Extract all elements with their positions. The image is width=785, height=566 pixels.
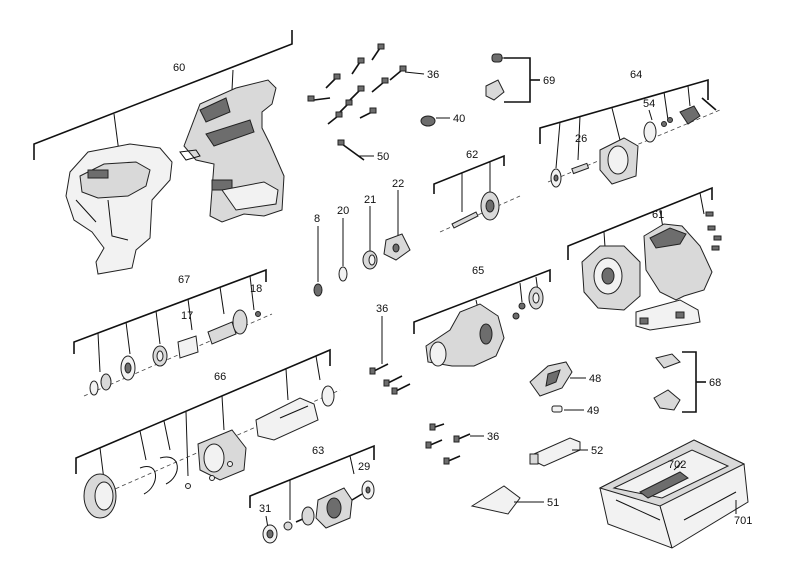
label-26: 26	[575, 133, 587, 145]
part-group-36-lower: 36	[425, 423, 499, 465]
part-group-60: 60	[33, 30, 293, 275]
spring-69	[491, 53, 503, 63]
part-group-68: 68	[653, 351, 721, 413]
spindle-67	[207, 321, 237, 345]
part-22: 22	[383, 178, 411, 261]
part-21: 21	[362, 194, 378, 270]
label-29: 29	[358, 461, 370, 473]
label-48: 48	[589, 373, 601, 385]
label-21: 21	[364, 194, 376, 206]
label-31: 31	[259, 503, 271, 515]
label-66: 66	[214, 371, 226, 383]
label-22: 22	[392, 178, 404, 190]
label-65: 65	[472, 265, 484, 277]
clip-64	[679, 105, 701, 125]
trigger-68	[653, 389, 681, 411]
screw-set-top	[307, 43, 407, 125]
carry-case: 702 701	[598, 439, 752, 549]
part-group-65: 65	[413, 265, 551, 367]
label-36-middle: 36	[376, 303, 388, 315]
part-group-67: 67 18 17	[73, 268, 273, 397]
part-52: 52	[529, 437, 603, 467]
label-36-top: 36	[427, 69, 439, 81]
label-8: 8	[314, 213, 320, 225]
part-group-36-middle: 36	[369, 303, 411, 395]
latch-69	[485, 79, 505, 101]
label-36-lower: 36	[487, 431, 499, 443]
switch-68	[655, 353, 681, 369]
part-group-62: 62	[433, 149, 521, 233]
label-702: 702	[668, 459, 686, 471]
part-group-69: 69	[485, 53, 555, 103]
label-54: 54	[643, 98, 655, 110]
o-ring-64	[643, 121, 657, 143]
label-52: 52	[591, 445, 603, 457]
label-51: 51	[547, 497, 559, 509]
label-40: 40	[453, 113, 465, 125]
label-64: 64	[630, 69, 642, 81]
pcb-61	[635, 299, 701, 331]
part-40: 40	[420, 113, 465, 127]
label-18: 18	[250, 283, 262, 295]
part-50: 50	[337, 139, 389, 163]
part-8: 8	[313, 213, 323, 297]
label-62: 62	[466, 149, 478, 161]
label-49: 49	[587, 405, 599, 417]
part-group-61: 61	[567, 186, 722, 331]
case-handle	[639, 471, 689, 499]
label-60: 60	[173, 62, 185, 74]
label-17: 17	[181, 310, 193, 322]
sleeve-66	[255, 397, 319, 441]
part-49: 49	[551, 405, 599, 417]
label-63: 63	[312, 445, 324, 457]
label-50: 50	[377, 151, 389, 163]
label-68: 68	[709, 377, 721, 389]
label-701: 701	[734, 515, 752, 527]
shaft-62	[451, 211, 479, 229]
label-69: 69	[543, 75, 555, 87]
part-20: 20	[337, 205, 349, 282]
part-48: 48	[529, 361, 601, 397]
label-67: 67	[178, 274, 190, 286]
part-group-63: 63 29 31	[249, 444, 375, 544]
part-group-66: 66	[75, 348, 341, 519]
part-group-36-top: 36	[307, 43, 439, 125]
label-20: 20	[337, 205, 349, 217]
part-51: 51	[470, 485, 559, 515]
label-61: 61	[652, 209, 664, 221]
pin-26	[571, 162, 590, 175]
part-group-64: 64 54 26	[539, 69, 721, 188]
